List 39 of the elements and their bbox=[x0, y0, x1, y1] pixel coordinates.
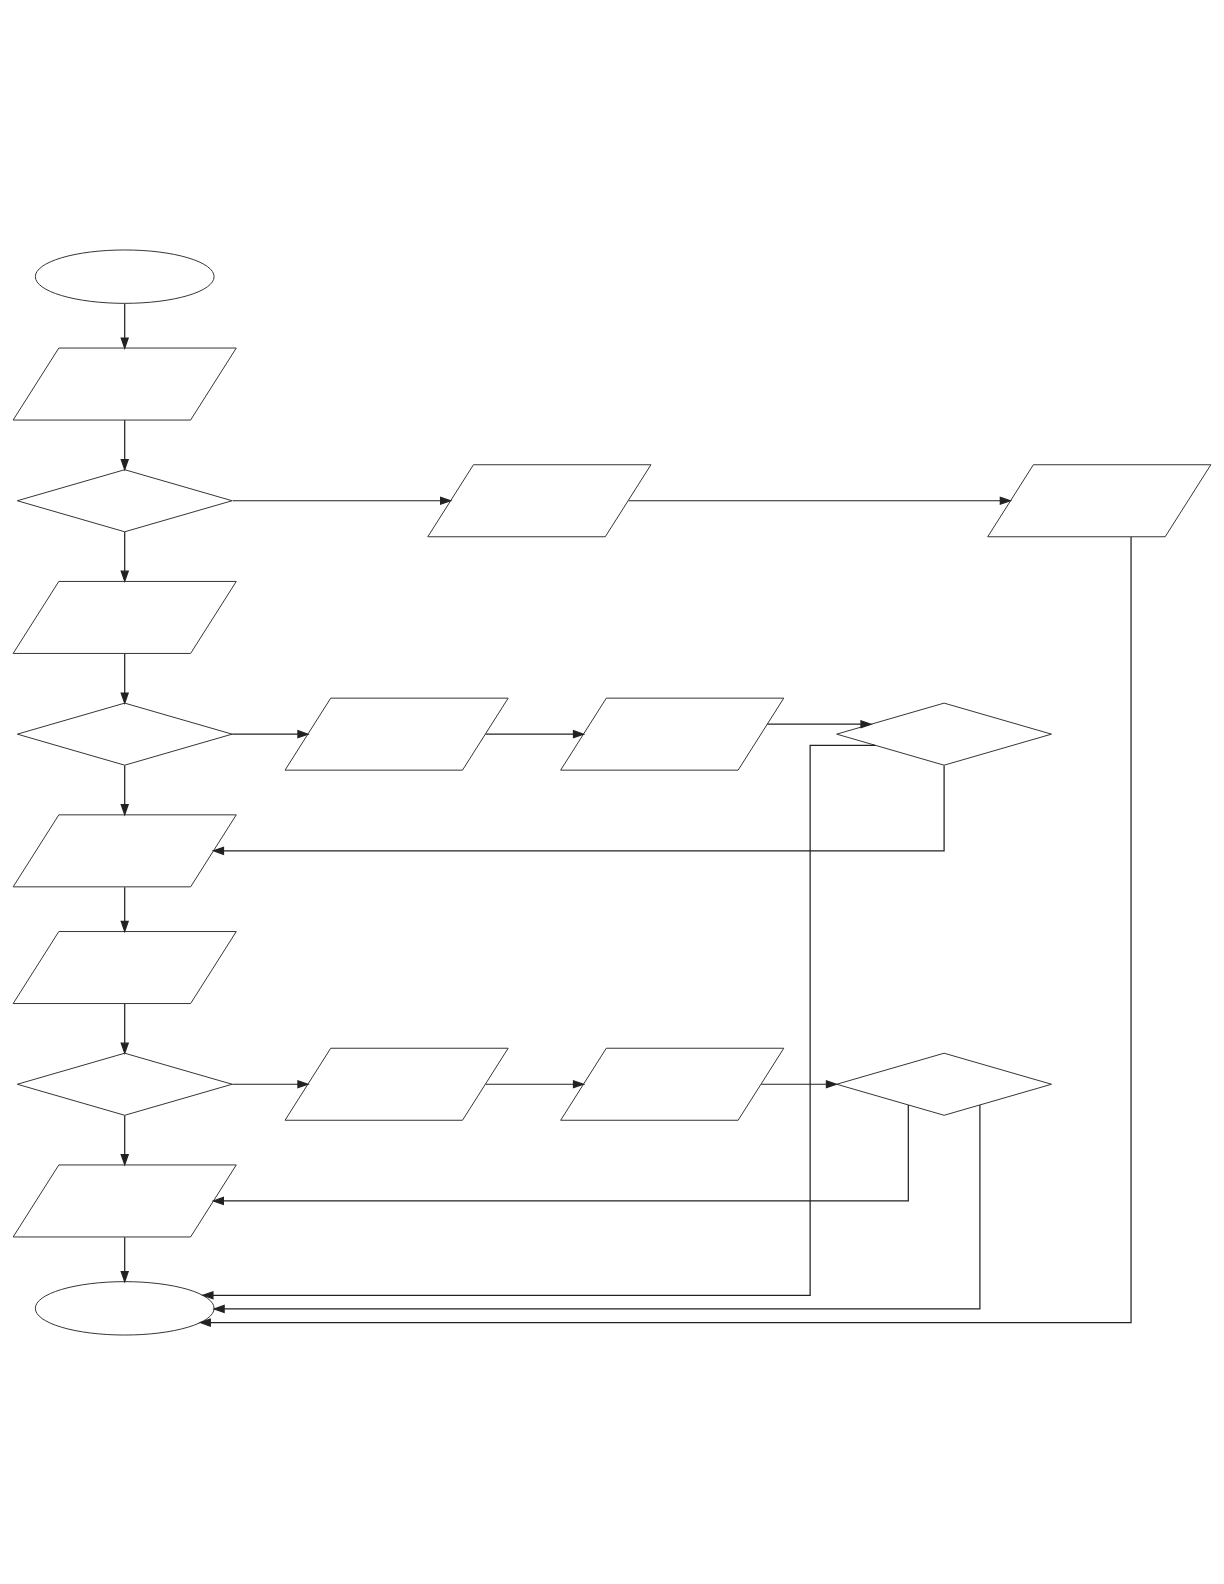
node-parallelogram bbox=[560, 1047, 785, 1121]
arrow bbox=[231, 1079, 310, 1089]
arrow bbox=[485, 729, 586, 738]
node-diamond bbox=[836, 1052, 1052, 1116]
node-parallelogram bbox=[12, 930, 237, 1004]
arrow bbox=[198, 536, 1132, 1327]
arrow bbox=[760, 1079, 839, 1089]
arrow bbox=[120, 1236, 130, 1283]
node-parallelogram bbox=[987, 463, 1212, 537]
node-parallelogram bbox=[12, 813, 237, 887]
arrow bbox=[120, 1114, 130, 1166]
node-parallelogram bbox=[284, 697, 509, 771]
arrow bbox=[120, 419, 130, 471]
arrow bbox=[766, 719, 873, 729]
node-parallelogram bbox=[284, 1047, 509, 1121]
node-diamond bbox=[16, 1052, 233, 1116]
node-oval bbox=[34, 248, 215, 304]
node-parallelogram bbox=[427, 463, 652, 537]
arrow bbox=[120, 652, 130, 705]
node-parallelogram bbox=[560, 697, 785, 771]
node-parallelogram bbox=[12, 1163, 237, 1237]
node-diamond bbox=[16, 702, 233, 766]
arrow bbox=[120, 302, 130, 350]
arrow bbox=[212, 1103, 981, 1313]
arrow bbox=[120, 886, 130, 933]
arrow bbox=[628, 495, 1013, 505]
arrow bbox=[120, 1002, 130, 1055]
arrow bbox=[120, 530, 130, 583]
arrow bbox=[485, 1079, 586, 1089]
node-parallelogram bbox=[12, 347, 237, 421]
arrow bbox=[120, 764, 130, 816]
node-diamond bbox=[836, 702, 1052, 766]
node-parallelogram bbox=[12, 580, 237, 654]
arrow bbox=[211, 1104, 909, 1205]
arrow bbox=[231, 729, 310, 738]
arrow bbox=[211, 764, 945, 855]
arrow bbox=[231, 495, 453, 505]
node-diamond bbox=[16, 468, 233, 532]
arrow bbox=[201, 744, 876, 1300]
